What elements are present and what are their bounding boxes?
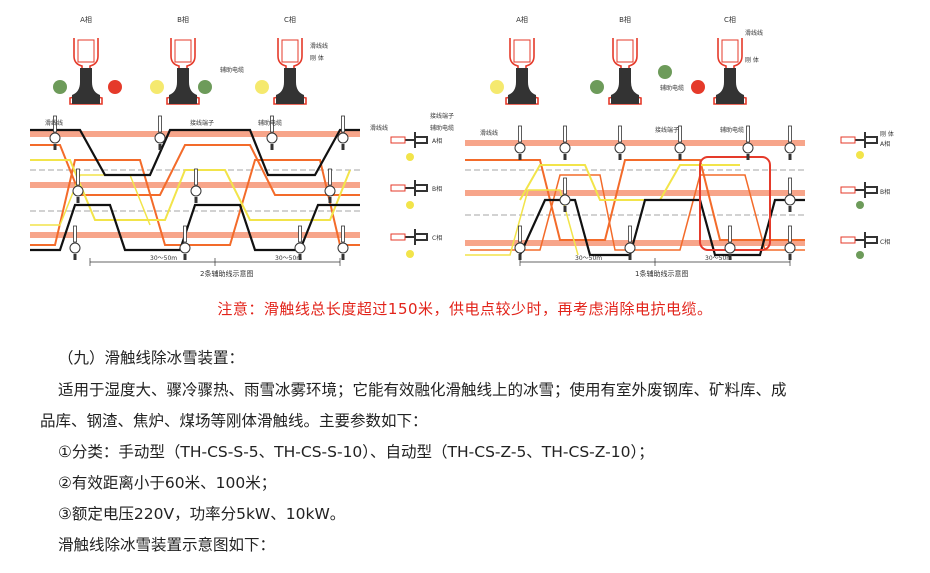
param-item: ②有效距离小于60米、100米； — [58, 474, 277, 492]
label-slide-line: 滑线线 — [310, 42, 328, 50]
span-label: 30～50m — [150, 255, 177, 262]
label-slide-line: 滑线线 — [370, 124, 388, 132]
param-item: ③额定电压220V，功率分5kW、10kW。 — [58, 505, 346, 523]
phase-label: A相 — [80, 15, 92, 24]
label-aux-cable: 辅助电缆 — [220, 66, 244, 74]
phase-label: B相 — [880, 188, 890, 196]
label-slide-line: 滑线线 — [45, 119, 63, 127]
phase-label: A相 — [432, 137, 442, 145]
section-heading: （九）滑触线除冰雪装置： — [58, 349, 245, 367]
warning-notice: 注意：滑触线总长度超过150米，供电点较少时，再考虑消除电抗电缆。 — [217, 300, 713, 318]
phase-label: B相 — [619, 15, 631, 24]
label-slide-line: 滑线线 — [480, 129, 498, 137]
phase-label: C相 — [432, 234, 442, 242]
label-body: 刚 体 — [745, 56, 759, 64]
phase-label: B相 — [177, 15, 189, 24]
label-aux-cable: 辅助电缆 — [430, 124, 454, 132]
right-diagram-caption: 1条辅助线示意图 — [635, 269, 688, 278]
label-body: 刚 体 — [310, 54, 324, 62]
wiring-diagram: A相 B相 C相 滑线线 刚 体 辅助电缆 A相 B相 C相 滑线线 刚 体 辅… — [30, 15, 894, 278]
label-clamp: 接线端子 — [430, 112, 454, 120]
phase-label: C相 — [284, 15, 296, 24]
label-slide-line: 滑线线 — [745, 29, 763, 37]
wiring-right: 滑线线 接线端子 辅助电缆 30～50m 30～50m 1条辅助线示意图 刚 体… — [465, 125, 894, 278]
label-clamp: 接线端子 — [190, 119, 214, 127]
label-clamp: 接线端子 — [655, 126, 679, 134]
span-label: 30～50m — [575, 255, 602, 262]
paragraph-line: 品库、钢渣、焦炉、煤场等刚体滑触线。主要参数如下： — [40, 412, 428, 430]
label-aux-cable: 辅助电缆 — [660, 84, 684, 92]
label-aux-cable: 辅助电缆 — [720, 126, 744, 134]
phase-label: B相 — [432, 185, 442, 193]
phase-label: C相 — [880, 238, 890, 246]
label-aux-cable: 辅助电缆 — [258, 119, 282, 127]
param-item: ①分类：手动型（TH-CS-S-5、TH-CS-S-10）、自动型（TH-CS-… — [58, 443, 654, 461]
paragraph-line: 适用于湿度大、骤冷骤热、雨雪冰雾环境；它能有效融化滑触线上的冰雪；使用有室外废钢… — [58, 381, 787, 399]
closing-line: 滑触线除冰雪装置示意图如下： — [58, 536, 276, 554]
phase-label: A相 — [880, 140, 890, 148]
rail-cross-sections-left: A相 B相 C相 滑线线 刚 体 辅助电缆 — [53, 15, 328, 105]
left-diagram-caption: 2条辅助线示意图 — [200, 269, 253, 278]
phase-label: C相 — [724, 15, 736, 24]
rail-cross-sections-right: A相 B相 C相 滑线线 刚 体 辅助电缆 — [490, 15, 763, 105]
phase-label: A相 — [516, 15, 528, 24]
span-label: 30～50m — [705, 255, 732, 262]
span-label: 30～50m — [275, 255, 302, 262]
wiring-left: 滑线线 接线端子 辅助电缆 30～50m 30～50m 2条辅助线示意图 滑线线… — [30, 112, 454, 278]
label-body: 刚 体 — [880, 130, 894, 138]
